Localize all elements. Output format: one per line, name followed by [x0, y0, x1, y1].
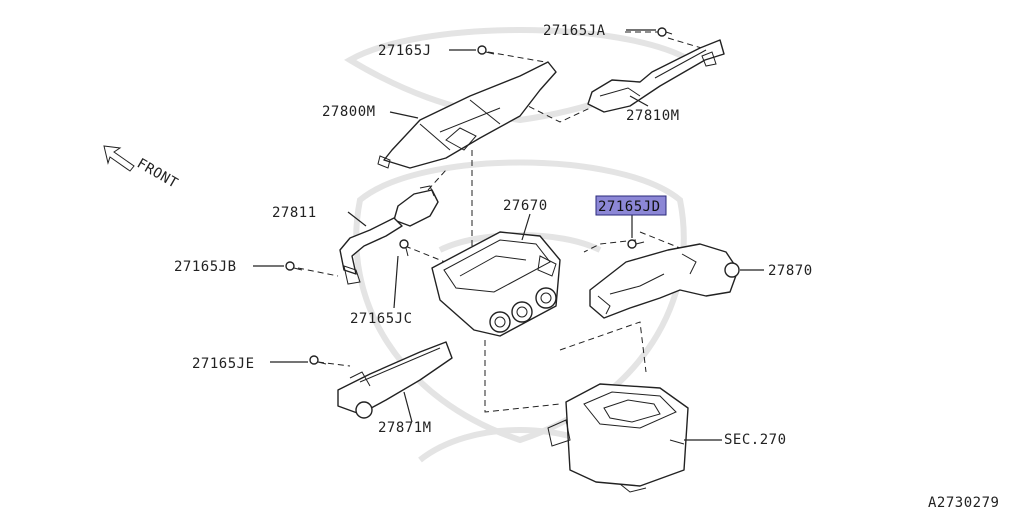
label-27811: 27811 [272, 205, 317, 221]
screw-27165jd-icon [627, 239, 645, 249]
side-vent-27870[interactable] [589, 243, 740, 319]
label-27870: 27870 [768, 263, 813, 279]
label-27800m: 27800M [322, 104, 376, 120]
part-labels: 27165JA 27165J 27800M 27810M 27811 27670… [174, 23, 999, 511]
label-27165je: 27165JE [192, 356, 255, 372]
front-arrow-icon [103, 145, 135, 172]
leader-lines [253, 29, 764, 441]
highlight-box [595, 195, 667, 216]
label-sec270: SEC.270 [724, 432, 787, 448]
screw-27165jb-icon [285, 261, 303, 271]
heater-unit-sec270[interactable] [547, 383, 689, 493]
screw-27165je-icon [309, 355, 327, 365]
lower-vent-27871m[interactable] [337, 341, 453, 419]
screw-27165j-icon [477, 45, 495, 55]
label-27810m: 27810M [626, 108, 680, 124]
label-27871m: 27871M [378, 420, 432, 436]
label-27165jb: 27165JB [174, 259, 237, 275]
front-arrow: FRONT [103, 145, 181, 192]
screw-27165jc-icon [399, 239, 409, 257]
label-27165jd: 27165JD [598, 199, 661, 215]
highlighted-part-27165jd[interactable]: 27165JD [595, 195, 667, 216]
screw-27165ja-icon [657, 27, 673, 37]
label-27165j: 27165J [378, 43, 432, 59]
duct-27800m[interactable] [377, 61, 557, 169]
label-27165jc: 27165JC [350, 311, 413, 327]
fasteners [285, 27, 673, 365]
duct-27811[interactable] [339, 185, 439, 285]
diagram-code: A2730279 [928, 495, 999, 511]
label-27670: 27670 [503, 198, 548, 214]
center-vent-27670[interactable] [431, 231, 561, 337]
front-label: FRONT [134, 156, 181, 192]
label-27165ja: 27165JA [543, 23, 606, 39]
duct-27810m[interactable] [587, 39, 725, 113]
